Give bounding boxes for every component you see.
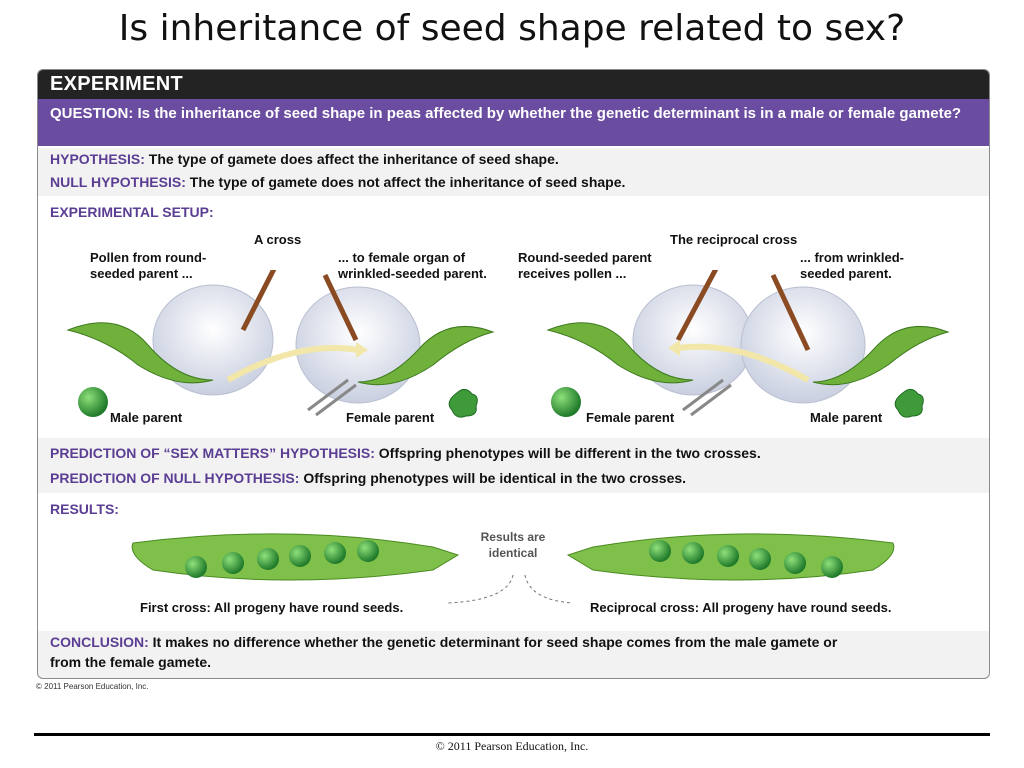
flower-right-1 <box>546 284 754 396</box>
reciprocal-cross-result: Reciprocal cross: All progeny have round… <box>590 600 892 615</box>
pea <box>324 542 346 564</box>
experiment-header-label: EXPERIMENT <box>50 73 184 95</box>
setup-label: EXPERIMENTAL SETUP: <box>50 204 214 220</box>
pea <box>717 545 739 567</box>
male-parent-label-2: Male parent <box>810 410 883 425</box>
prediction-sex-label: PREDICTION OF “SEX MATTERS” HYPOTHESIS: <box>50 445 375 461</box>
hypothesis-text: The type of gamete does affect the inher… <box>148 151 559 167</box>
reciprocal-title: The reciprocal cross <box>670 232 798 247</box>
question-label: QUESTION: <box>50 105 134 122</box>
cross-illustration <box>66 270 950 418</box>
male-parent-label-1: Male parent <box>110 410 183 425</box>
to-female-text: ... to female organ of wrinkled-seeded p… <box>338 250 487 281</box>
pea <box>649 540 671 562</box>
question-band: QUESTION: Is the inheritance of seed sha… <box>38 99 989 146</box>
question-text: Is the inheritance of seed shape in peas… <box>137 105 962 122</box>
flower-left-2 <box>295 286 495 404</box>
flower-right-2 <box>740 286 950 404</box>
pea <box>749 548 771 570</box>
female-parent-label-1: Female parent <box>346 410 435 425</box>
slide-footer: © 2011 Pearson Education, Inc. <box>435 739 589 753</box>
paintbrush-2 <box>322 273 359 342</box>
pea <box>257 548 279 570</box>
round-receives-text: Round-seeded parent receives pollen ... <box>518 250 652 281</box>
pea <box>784 552 806 574</box>
results-identical: Results are identical <box>480 530 546 560</box>
paintbrush-3 <box>675 270 719 342</box>
cross-title: A cross <box>254 232 302 247</box>
experiment-figure: EXPERIMENT QUESTION: Is the inheritance … <box>37 69 990 679</box>
experiment-header: EXPERIMENT <box>38 70 989 99</box>
pea <box>289 545 311 567</box>
transfer-arrow-1 <box>226 345 359 383</box>
conclusion-label: CONCLUSION: <box>50 634 149 650</box>
figure-copyright: © 2011 Pearson Education, Inc. <box>36 682 149 691</box>
flower-left-1 <box>66 284 274 396</box>
round-pea-icon-2 <box>551 387 581 417</box>
tweezers-icon-2 <box>682 378 732 417</box>
pollen-text: Pollen from round-seeded parent ... <box>90 250 207 281</box>
paintbrush-1 <box>240 270 277 332</box>
question: QUESTION: Is the inheritance of seed sha… <box>50 104 980 123</box>
paintbrush-4 <box>770 273 811 352</box>
slide-title: Is inheritance of seed shape related to … <box>118 8 906 49</box>
pea <box>185 556 207 578</box>
wrinkled-pea-icon <box>448 388 478 418</box>
conclusion: CONCLUSION: It makes no difference wheth… <box>38 632 868 672</box>
prediction-null-label: PREDICTION OF NULL HYPOTHESIS: <box>50 470 300 486</box>
prediction-sex: PREDICTION OF “SEX MATTERS” HYPOTHESIS: … <box>38 442 989 464</box>
dotted-arrow-right <box>524 574 574 604</box>
female-parent-label-2: Female parent <box>586 410 675 425</box>
hypothesis-label: HYPOTHESIS: <box>50 151 145 167</box>
hypothesis: HYPOTHESIS: The type of gamete does affe… <box>38 148 989 170</box>
results-label: RESULTS: <box>50 501 119 517</box>
pea <box>821 556 843 578</box>
dotted-arrow-left <box>447 574 514 604</box>
footer-rule <box>34 733 990 736</box>
prediction-null: PREDICTION OF NULL HYPOTHESIS: Offspring… <box>38 467 989 489</box>
transfer-arrow-2 <box>677 343 810 383</box>
prediction-sex-text: Offspring phenotypes will be different i… <box>378 445 761 461</box>
round-pea-icon <box>78 387 108 417</box>
prediction-null-text: Offspring phenotypes will be identical i… <box>303 470 687 486</box>
results-illustration <box>131 533 895 604</box>
null-hypothesis: NULL HYPOTHESIS: The type of gamete does… <box>38 171 989 193</box>
wrinkled-pea-icon-2 <box>894 388 924 418</box>
conclusion-text: It makes no difference whether the genet… <box>50 634 838 670</box>
null-hypothesis-label: NULL HYPOTHESIS: <box>50 174 186 190</box>
first-cross-result: First cross: All progeny have round seed… <box>140 600 404 615</box>
pea <box>222 552 244 574</box>
null-hypothesis-text: The type of gamete does not affect the i… <box>189 174 626 190</box>
tweezers-icon <box>307 378 357 417</box>
from-wrinkled-text: ... from wrinkled-seeded parent. <box>800 250 905 281</box>
pea <box>357 540 379 562</box>
pea <box>682 542 704 564</box>
